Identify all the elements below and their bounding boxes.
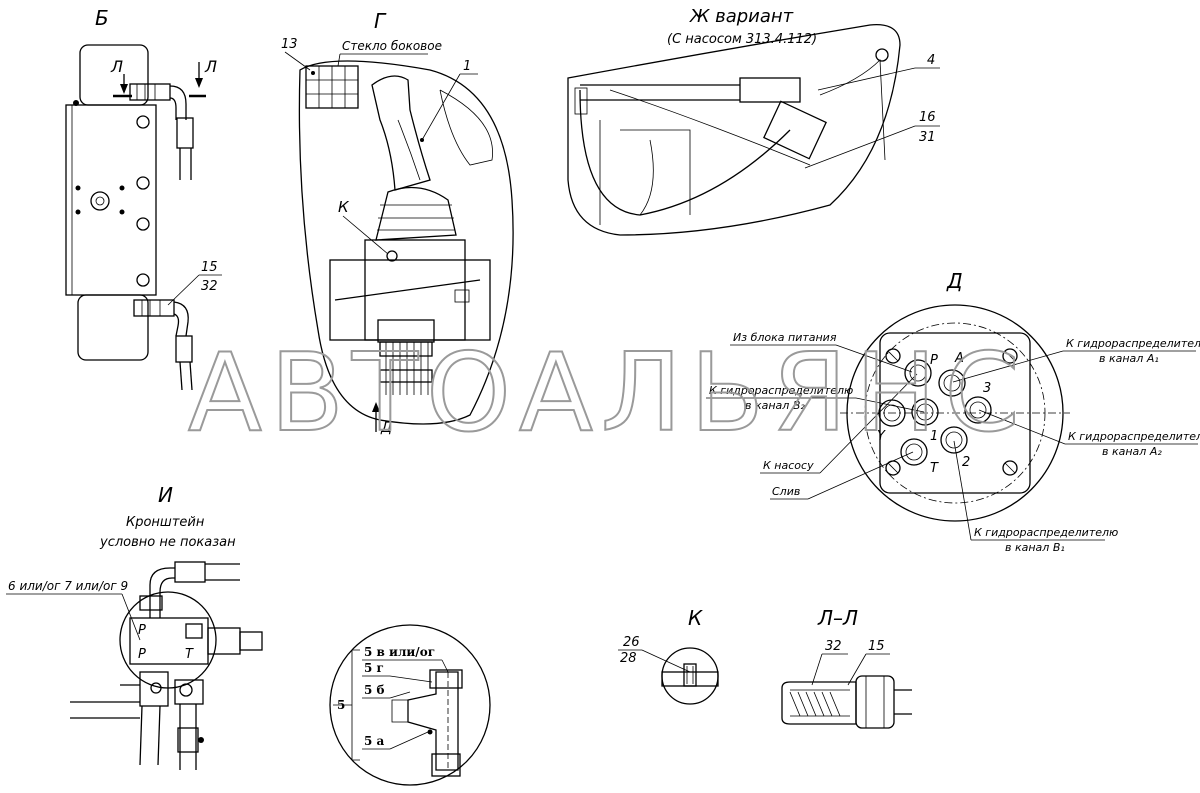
joystick-connectors <box>379 341 433 395</box>
svg-text:в канал А₂: в канал А₂ <box>1102 445 1162 458</box>
view-k: К 26 28 <box>618 606 719 705</box>
view-ll: Л–Л 32 15 <box>781 606 912 729</box>
svg-text:2: 2 <box>962 455 970 470</box>
svg-text:6 или/ог 7 или/ог 9: 6 или/ог 7 или/ог 9 <box>8 579 128 593</box>
view-k-label: К <box>688 606 703 630</box>
label-plate <box>305 65 359 109</box>
svg-text:в канал В₂: в канал В₂ <box>745 399 805 412</box>
svg-text:15: 15 <box>201 260 218 275</box>
zh-outline <box>567 24 901 236</box>
svg-text:в канал В₁: в канал В₁ <box>1005 541 1065 554</box>
svg-text:15: 15 <box>868 639 885 654</box>
svg-text:A: A <box>954 351 964 366</box>
svg-text:К: К <box>338 198 350 216</box>
svg-text:26: 26 <box>623 635 640 650</box>
svg-text:в канал А₁: в канал А₁ <box>1099 352 1159 365</box>
svg-text:5 б: 5 б <box>364 683 385 697</box>
svg-text:T: T <box>930 461 939 476</box>
svg-text:31: 31 <box>919 130 936 145</box>
svg-text:13: 13 <box>281 37 298 52</box>
svg-text:P: P <box>138 647 146 662</box>
view-g-label: Г <box>374 9 387 33</box>
view-zh: Ж вариант (С насосом 313.4.112) 4 16 31 <box>567 6 940 236</box>
view-b-bottom-fitting <box>133 299 193 391</box>
view-d-label: Д <box>946 269 963 293</box>
view-b: Б Л Л <box>65 6 222 391</box>
svg-text:Слив: Слив <box>772 485 800 498</box>
view-b-main-block <box>65 104 157 296</box>
view-g: Г 13 Стекло боковое <box>281 9 514 436</box>
svg-text:5 а: 5 а <box>364 734 385 748</box>
svg-text:16: 16 <box>919 110 936 125</box>
view-d: Д P A 3 Y 1 T 2 Из блока питания <box>706 269 1200 554</box>
view-b-bottom-cylinder <box>77 294 149 361</box>
detail-5-circle <box>329 624 491 786</box>
svg-text:5 г: 5 г <box>364 661 384 675</box>
svg-text:P: P <box>138 623 146 638</box>
section-l-marks: Л Л <box>110 57 217 98</box>
svg-text:32: 32 <box>825 639 842 654</box>
svg-text:P: P <box>930 353 938 368</box>
callout-15-32: 15 32 <box>167 260 222 306</box>
svg-text:5: 5 <box>337 698 345 712</box>
svg-text:32: 32 <box>201 279 218 294</box>
view-zh-label: Ж вариант <box>689 6 794 27</box>
svg-text:К гидрораспределителю: К гидрораспределителю <box>1068 430 1200 443</box>
view-i-label: И <box>158 483 173 507</box>
cab-outline <box>298 60 514 425</box>
svg-text:условно не показан: условно не показан <box>99 535 236 550</box>
caption-steklo: Стекло боковое <box>342 39 442 53</box>
svg-text:К гидрораспределителю: К гидрораспределителю <box>709 384 853 397</box>
watermark: АВТОАЛЬЯНС <box>188 331 1028 456</box>
detail-5: 5 5 в или/ог 5 г 5 б 5 а <box>329 624 491 786</box>
svg-text:Л: Л <box>110 57 123 76</box>
view-b-label: Б <box>95 6 109 30</box>
svg-text:Д: Д <box>380 420 392 436</box>
svg-text:5 в или/ог: 5 в или/ог <box>364 645 435 659</box>
svg-text:Л: Л <box>204 57 217 76</box>
svg-text:Y: Y <box>877 429 886 444</box>
view-b-bolts <box>73 100 150 287</box>
view-b-top-fitting <box>129 83 194 180</box>
svg-text:3: 3 <box>983 381 991 396</box>
svg-text:К насосу: К насосу <box>763 459 814 472</box>
svg-text:4: 4 <box>927 53 935 68</box>
svg-text:1: 1 <box>930 429 938 444</box>
joystick-base <box>329 239 491 343</box>
svg-text:К гидрораспределителю: К гидрораспределителю <box>974 526 1118 539</box>
svg-text:Кронштейн: Кронштейн <box>126 515 205 530</box>
view-zh-sub: (С насосом 313.4.112) <box>667 32 817 47</box>
view-ll-label: Л–Л <box>817 606 858 630</box>
svg-text:Из блока питания: Из блока питания <box>733 331 837 344</box>
svg-text:1: 1 <box>463 59 471 74</box>
k-detail-circle <box>661 647 719 705</box>
view-i: И Кронштейн условно не показан 6 или/ог … <box>6 483 263 770</box>
svg-text:К гидрораспределителю: К гидрораспределителю <box>1066 337 1200 350</box>
svg-text:T: T <box>185 647 194 662</box>
svg-text:28: 28 <box>620 651 637 666</box>
joystick <box>371 75 457 241</box>
